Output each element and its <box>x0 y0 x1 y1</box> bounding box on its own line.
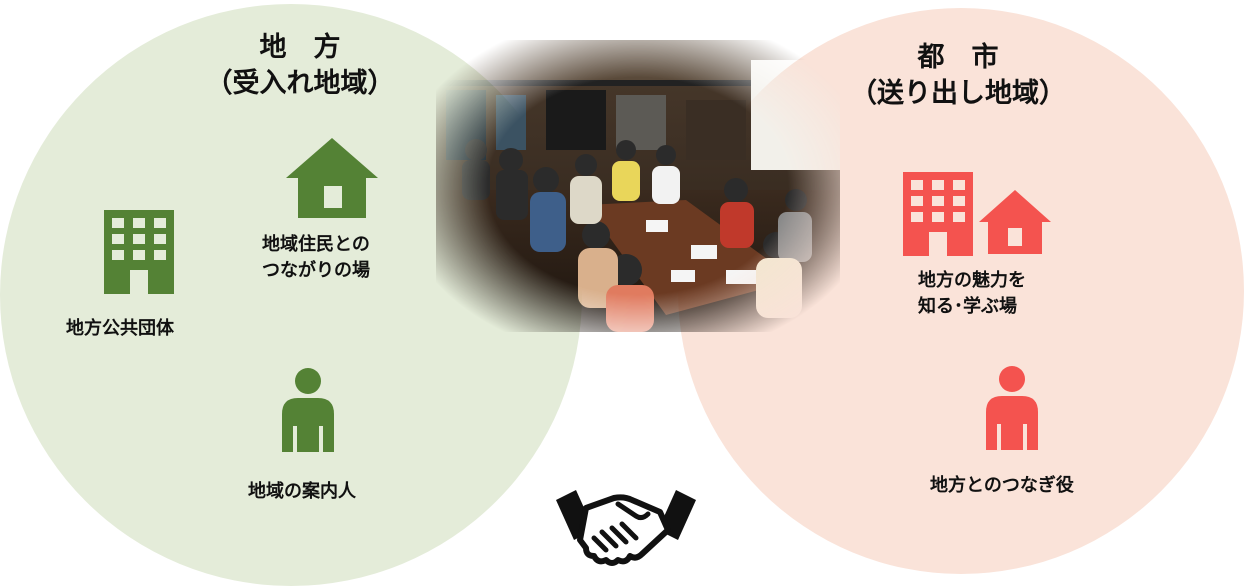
residents-label-line1: 地域住民との <box>262 234 370 255</box>
learn-label-line1: 地方の魅力を <box>918 270 1026 291</box>
local-guide-label: 地域の案内人 <box>248 481 356 502</box>
person-icon <box>980 366 1044 454</box>
local-government-label: 地方公共団体 <box>66 318 174 339</box>
residents-label-line2: つながりの場 <box>262 260 370 281</box>
rural-title: 地 方 （受入れ地域） <box>180 30 420 102</box>
connector-role-label: 地方とのつなぎ役 <box>930 475 1074 496</box>
rural-title-sub: （受入れ地域） <box>205 68 395 99</box>
urban-title-main: 都 市 <box>917 42 999 73</box>
urban-title: 都 市 （送り出し地域） <box>838 40 1078 112</box>
residents-connection-label: 地域住民との つながりの場 <box>262 232 370 284</box>
learn-label-line2: 知る･学ぶ場 <box>918 296 1017 317</box>
rural-title-main: 地 方 <box>259 32 341 63</box>
building-icon <box>903 172 973 260</box>
meeting-photo <box>436 40 840 332</box>
person-icon <box>276 368 340 456</box>
building-icon <box>104 210 174 298</box>
handshake-icon <box>556 484 696 578</box>
house-icon <box>286 138 378 222</box>
urban-title-sub: （送り出し地域） <box>850 78 1066 109</box>
learn-place-label: 地方の魅力を 知る･学ぶ場 <box>918 268 1026 320</box>
house-icon <box>979 190 1051 258</box>
